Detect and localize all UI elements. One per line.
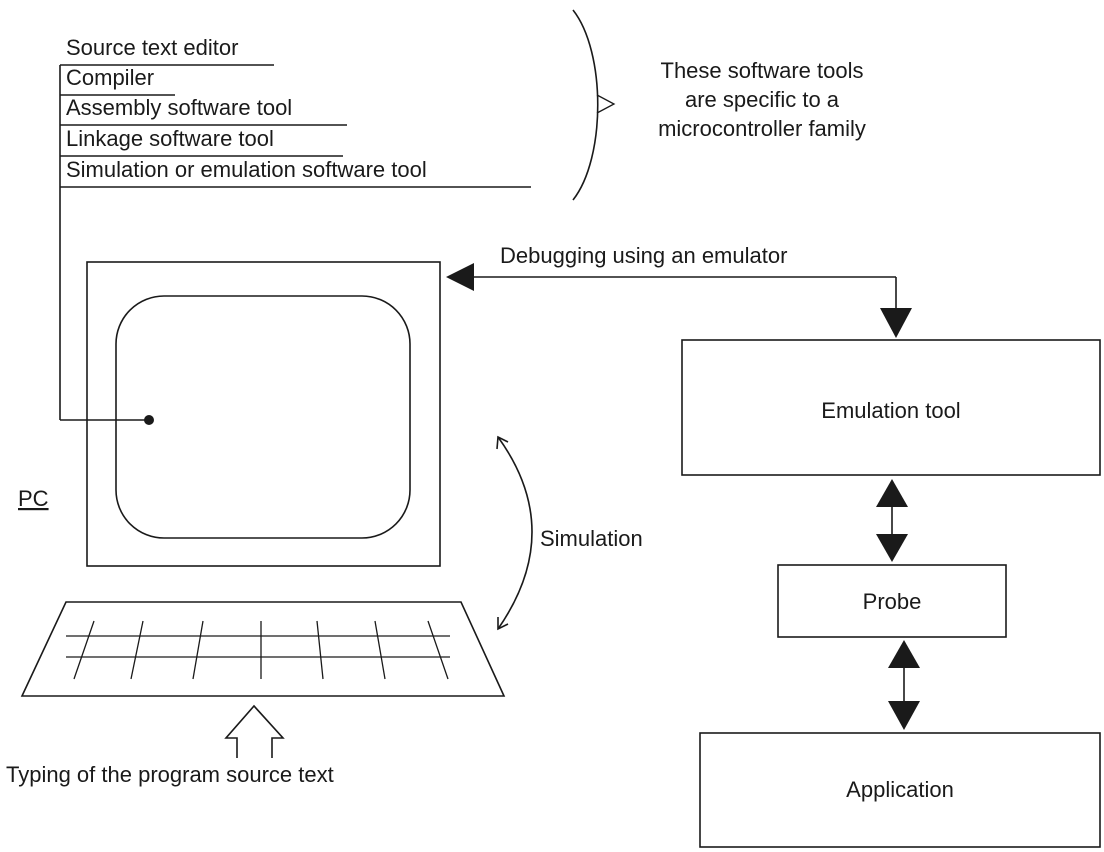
keyboard-key-line xyxy=(192,620,204,680)
keyboard-key-line xyxy=(427,620,449,680)
simulation-arrow xyxy=(496,435,533,631)
application-label: Application xyxy=(846,777,954,802)
simulation-label: Simulation xyxy=(540,526,643,551)
link-arrowhead-down xyxy=(876,534,908,562)
probe-label: Probe xyxy=(863,589,922,614)
keyboard-key-line xyxy=(316,620,324,680)
tool-source-text-editor: Source text editor xyxy=(66,35,238,60)
pc-label: PC xyxy=(18,486,49,511)
note-line-2: are specific to a xyxy=(685,87,840,112)
brace-point xyxy=(596,94,616,114)
probe-box xyxy=(777,564,1007,638)
typing-label: Typing of the program source text xyxy=(6,762,334,787)
link-arrowhead-down xyxy=(888,701,920,730)
typing-arrow xyxy=(224,704,285,758)
debug-arrowhead-left xyxy=(446,263,474,291)
emulation-probe-link xyxy=(876,479,908,562)
tool-assembly: Assembly software tool xyxy=(66,95,292,120)
keyboard-key-line xyxy=(130,620,144,680)
simulation-arrowhead-up xyxy=(496,435,509,450)
keyboard-key-line xyxy=(73,620,95,680)
link-arrowhead-up xyxy=(876,479,908,507)
debug-arrowhead-down xyxy=(880,308,912,338)
keyboard-outline xyxy=(20,601,506,697)
monitor-frame xyxy=(86,261,441,567)
tool-simulation-emulation: Simulation or emulation software tool xyxy=(66,157,427,182)
keyboard-key-line xyxy=(374,620,386,680)
tool-family-note: These software tools are specific to a m… xyxy=(572,9,866,201)
monitor-screen xyxy=(115,295,411,539)
debugging-label: Debugging using an emulator xyxy=(500,243,787,268)
note-line-1: These software tools xyxy=(661,58,864,83)
connector-dot xyxy=(144,415,154,425)
tool-compiler: Compiler xyxy=(66,65,154,90)
typing-arrow-icon xyxy=(224,704,285,758)
simulation-curve xyxy=(497,436,533,630)
probe-application-link xyxy=(888,640,920,730)
emulation-tool-box xyxy=(681,339,1101,476)
keyboard xyxy=(20,601,506,697)
note-line-3: microcontroller family xyxy=(658,116,866,141)
pc-monitor xyxy=(60,261,441,567)
brace xyxy=(572,9,599,201)
debugging-link xyxy=(446,263,912,338)
software-tool-list: Source text editor Compiler Assembly sof… xyxy=(59,35,531,420)
emulation-tool-label: Emulation tool xyxy=(821,398,960,423)
simulation-arrowhead-down xyxy=(497,617,509,631)
application-box xyxy=(699,732,1101,848)
link-arrowhead-up xyxy=(888,640,920,668)
tool-linkage: Linkage software tool xyxy=(66,126,274,151)
